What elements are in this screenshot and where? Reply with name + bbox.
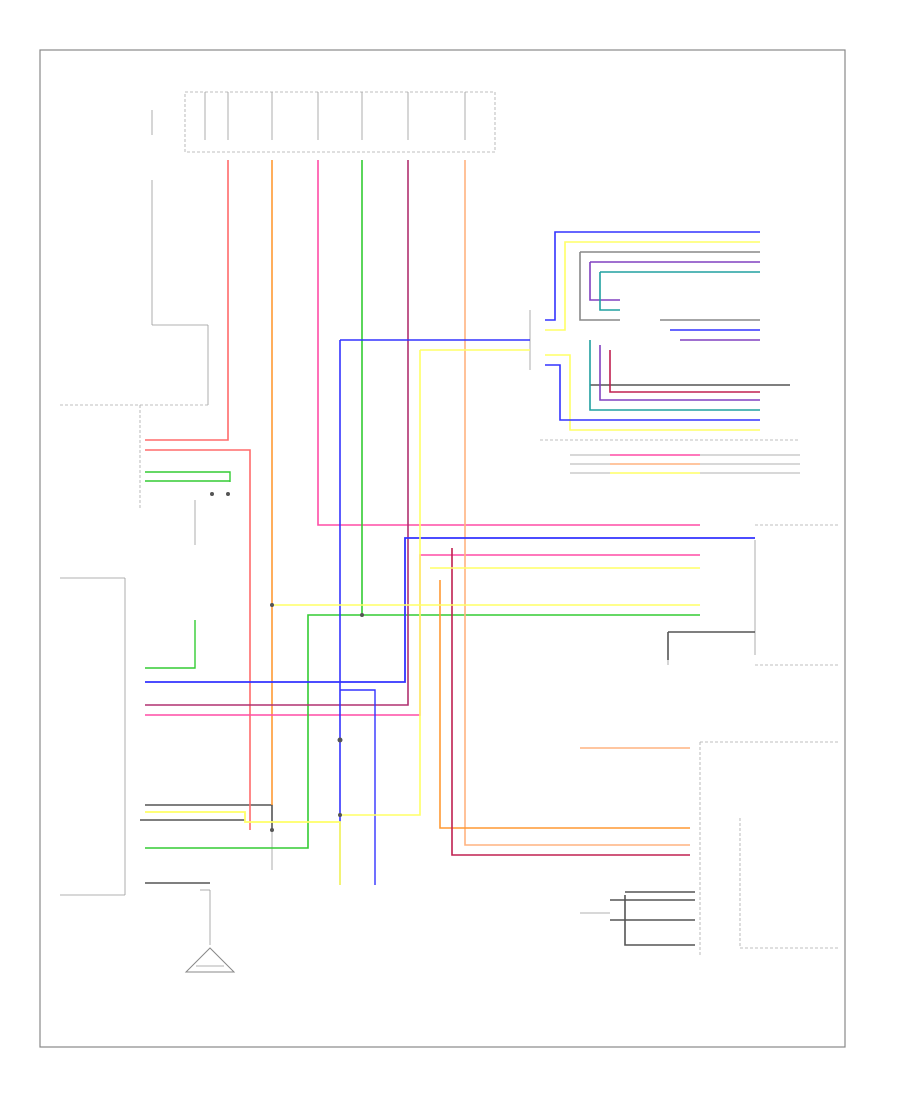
instrument-cluster (754, 540, 840, 666)
display-unit (529, 310, 840, 526)
wire-pink (317, 160, 700, 526)
wire-darkred-lower (451, 548, 690, 856)
wire-yellow (145, 811, 341, 885)
antenna-symbol (184, 889, 236, 973)
ground-symbols (271, 650, 669, 914)
wire-green (145, 160, 363, 849)
wire-green-4 (145, 620, 196, 669)
left-tpms-module (60, 577, 126, 896)
wire-green-2 (145, 471, 231, 482)
body-control-module (60, 404, 230, 545)
wire-purple (145, 160, 409, 706)
wire-orange-lower (439, 580, 690, 829)
top-fuse-block (151, 91, 496, 405)
splice-dots (270, 603, 364, 832)
display-harness (545, 231, 760, 431)
wire-yellow-3 (340, 350, 421, 816)
wire-red (145, 160, 229, 441)
wire-blue-4 (340, 689, 376, 885)
diagram-frame (39, 49, 846, 1048)
wire-blue-3 (145, 537, 755, 683)
combination-meter (699, 741, 840, 955)
display-small-wires (610, 454, 700, 474)
wire-red-2 (145, 449, 251, 830)
wire-pink-2 (145, 554, 700, 716)
wire-peach (464, 160, 690, 846)
